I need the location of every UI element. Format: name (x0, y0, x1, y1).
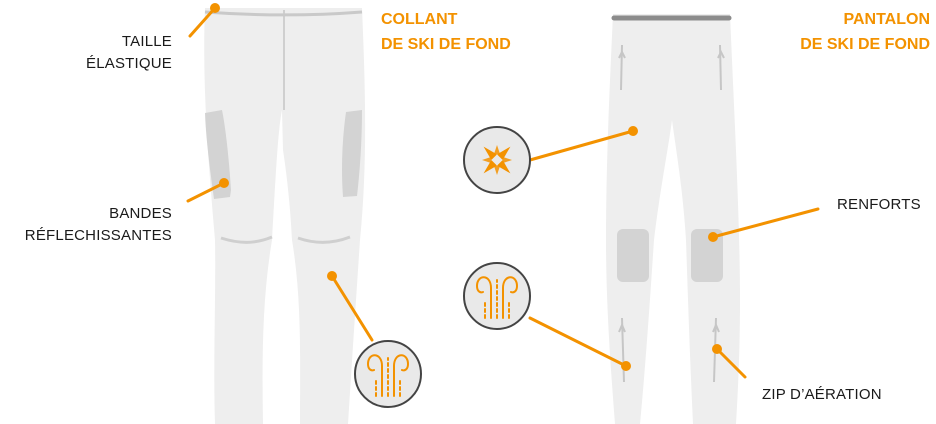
tights-reflective-band-left (205, 110, 231, 199)
leader-breathable-tights (330, 274, 374, 342)
label-elastic-waist: TAILLE ÉLASTIQUE (60, 31, 172, 75)
pants-knee-reinforcement-right (691, 229, 723, 282)
pants-title: PANTALON DE SKI DE FOND (740, 7, 930, 57)
leader-lines (186, 3, 820, 379)
breathable-icon-pants (463, 262, 531, 330)
pants-pocket-zips (618, 44, 725, 91)
tights-waistband (204, 10, 363, 17)
label-reflective-bands-line1: BANDES (109, 205, 172, 222)
breathable-icon-tights (354, 340, 422, 408)
tights-title-line2: DE SKI DE FOND (381, 36, 511, 53)
leader-reflective (186, 181, 226, 203)
tights-knee-seam-right (297, 235, 351, 244)
tights-title: COLLANT DE SKI DE FOND (381, 7, 511, 57)
tights-reflective-band-right (342, 110, 362, 197)
leader-waist (188, 6, 217, 38)
pants-knee-reinforcement-left (617, 229, 649, 282)
leader-breathable-pants-dot (621, 361, 631, 371)
leader-waist-dot (210, 3, 220, 13)
pants (606, 14, 740, 424)
tights-title-line1: COLLANT (381, 11, 458, 28)
tights-knee-seam-left (220, 235, 273, 244)
pants-title-line1: PANTALON (843, 11, 930, 28)
leader-windproof (528, 129, 635, 162)
windproof-icon (463, 126, 531, 194)
pants-body (606, 14, 740, 424)
label-elastic-waist-line2: ÉLASTIQUE (86, 55, 172, 72)
label-reinforcements: RENFORTS (837, 196, 921, 213)
leader-windproof-dot (628, 126, 638, 136)
pants-title-line2: DE SKI DE FOND (800, 36, 930, 53)
leader-reflective-dot (219, 178, 229, 188)
leader-reinforcements-dot (708, 232, 718, 242)
label-reflective-bands: BANDES RÉFLECHISSANTES (0, 203, 172, 247)
label-elastic-waist-line1: TAILLE (121, 33, 172, 50)
label-reflective-bands-line2: RÉFLECHISSANTES (24, 227, 172, 244)
leader-breathable-pants (528, 316, 628, 368)
leader-breathable-tights-dot (327, 271, 337, 281)
leader-reinforcements (711, 207, 820, 239)
label-vent-zip: ZIP D’AÉRATION (762, 386, 882, 403)
leader-vent-zip-dot (712, 344, 722, 354)
leader-vent-zip (715, 347, 747, 379)
tights-body (204, 8, 366, 424)
tights (204, 8, 366, 424)
